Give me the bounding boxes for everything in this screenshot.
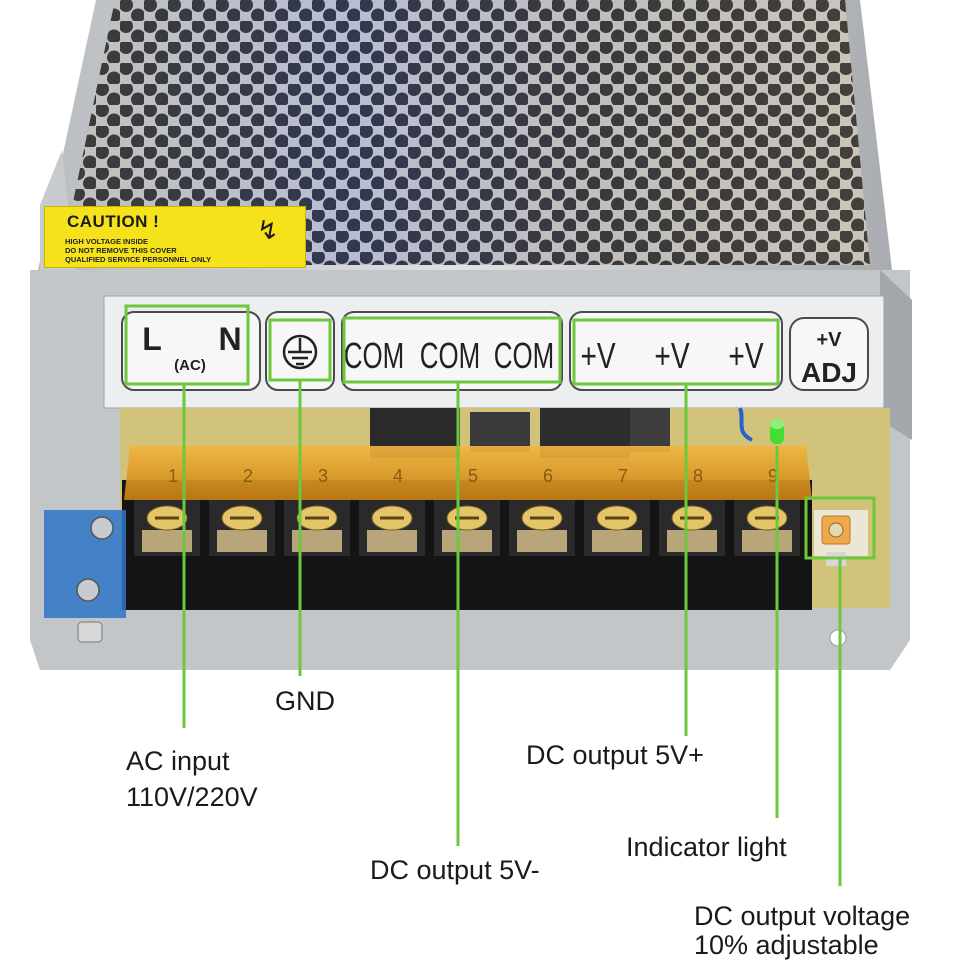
callout-gnd: GND	[275, 686, 335, 716]
terminal-screw	[734, 498, 800, 556]
highlight-boxes	[124, 304, 876, 560]
callout-ac-input-1: AC input	[126, 746, 230, 776]
terminal-block: 1 2 3 4 5 6 7 8 9	[122, 446, 812, 610]
terminal-number: 3	[318, 466, 328, 486]
mounting-bracket	[44, 510, 126, 643]
label-com-3: COM	[494, 336, 554, 376]
terminal-number: 5	[468, 466, 478, 486]
terminal-number: 9	[768, 466, 778, 486]
label-adj-top: +V	[816, 329, 842, 351]
terminal-screw	[359, 498, 425, 556]
mounting-hole	[829, 629, 847, 647]
high-voltage-icon: ↯	[257, 215, 279, 245]
terminal-screw	[284, 498, 350, 556]
highlight-v	[572, 318, 780, 386]
ventilation-mesh	[40, 0, 870, 270]
terminal-screw	[509, 498, 575, 556]
callout-dc-positive: DC output 5V+	[526, 740, 704, 770]
caution-line-2: DO NOT REMOVE THIS COVER	[65, 246, 177, 255]
callout-adjust-2: 10% adjustable	[694, 930, 879, 960]
highlight-ac	[124, 304, 250, 386]
terminal-screw	[209, 498, 275, 556]
label-v-1: +V	[580, 336, 616, 376]
label-adj-bottom: ADJ	[801, 357, 857, 388]
terminal-screw	[659, 498, 725, 556]
label-v-2: +V	[654, 336, 690, 376]
indicator-led-icon	[770, 419, 784, 444]
terminal-screw	[584, 498, 650, 556]
terminal-number: 2	[243, 466, 253, 486]
caution-title: CAUTION !	[67, 212, 160, 231]
callout-indicator: Indicator light	[626, 832, 787, 862]
ground-symbol-icon	[282, 334, 318, 370]
label-l: L	[142, 321, 162, 357]
label-strip: L N (AC) COM COM COM +V +V +V +V ADJ	[103, 295, 885, 409]
terminal-number: 7	[618, 466, 628, 486]
callout-adjust-1: DC output voltage	[694, 901, 911, 931]
caution-line-3: QUALIFIED SERVICE PERSONNEL ONLY	[65, 255, 212, 264]
highlight-com	[342, 316, 562, 384]
label-com-1: COM	[344, 336, 404, 376]
terminal-number: 8	[693, 466, 703, 486]
terminal-screw	[434, 498, 500, 556]
label-v-3: +V	[728, 336, 764, 376]
label-ac: (AC)	[174, 357, 206, 374]
label-com-2: COM	[420, 336, 480, 376]
terminal-number: 4	[393, 466, 403, 486]
leader-lines	[182, 380, 842, 886]
callout-dc-negative: DC output 5V-	[370, 855, 540, 885]
terminal-screw	[134, 498, 200, 556]
label-n: N	[218, 321, 241, 357]
terminal-number: 1	[168, 466, 178, 486]
caution-line-1: HIGH VOLTAGE INSIDE	[65, 237, 149, 246]
callout-ac-input-2: 110V/220V	[126, 782, 258, 812]
caution-sticker: CAUTION ! HIGH VOLTAGE INSIDE DO NOT REM…	[44, 206, 306, 268]
terminal-number: 6	[543, 466, 553, 486]
